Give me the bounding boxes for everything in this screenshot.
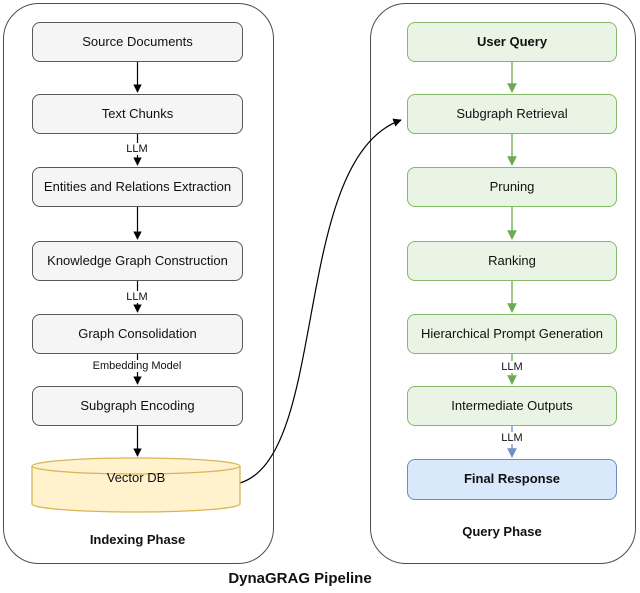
edge-label-llm-2: LLM bbox=[124, 291, 150, 303]
arrow-vectordb-to-subgraph-retrieval bbox=[239, 118, 402, 484]
node-intermediate-outputs: Intermediate Outputs bbox=[407, 386, 617, 426]
diagram-title: DynaGRAG Pipeline bbox=[228, 570, 372, 587]
edge-label-embedding-model: Embedding Model bbox=[90, 360, 184, 372]
node-ranking: Ranking bbox=[407, 241, 617, 281]
node-text-chunks: Text Chunks bbox=[32, 94, 243, 134]
node-final-response: Final Response bbox=[407, 459, 617, 500]
query-phase-label: Query Phase bbox=[462, 524, 542, 539]
node-graph-consolidation: Graph Consolidation bbox=[32, 314, 243, 354]
node-vector-db-label: Vector DB bbox=[106, 470, 166, 485]
node-user-query: User Query bbox=[407, 22, 617, 62]
indexing-phase-label: Indexing Phase bbox=[89, 532, 186, 547]
vector-db-cylinder bbox=[31, 457, 241, 513]
node-pruning: Pruning bbox=[407, 167, 617, 207]
indexing-phase-container bbox=[3, 3, 274, 564]
node-subgraph-encoding: Subgraph Encoding bbox=[32, 386, 243, 426]
node-hierarchical-prompt-generation: Hierarchical Prompt Generation bbox=[407, 314, 617, 354]
edge-label-llm-1: LLM bbox=[124, 143, 150, 155]
node-entities-relations-extraction: Entities and Relations Extraction bbox=[32, 167, 243, 207]
edge-label-llm-4: LLM bbox=[499, 432, 525, 444]
edge-label-llm-3: LLM bbox=[499, 361, 525, 373]
node-subgraph-retrieval: Subgraph Retrieval bbox=[407, 94, 617, 134]
node-knowledge-graph-construction: Knowledge Graph Construction bbox=[32, 241, 243, 281]
node-source-documents: Source Documents bbox=[32, 22, 243, 62]
query-phase-container bbox=[370, 3, 636, 564]
